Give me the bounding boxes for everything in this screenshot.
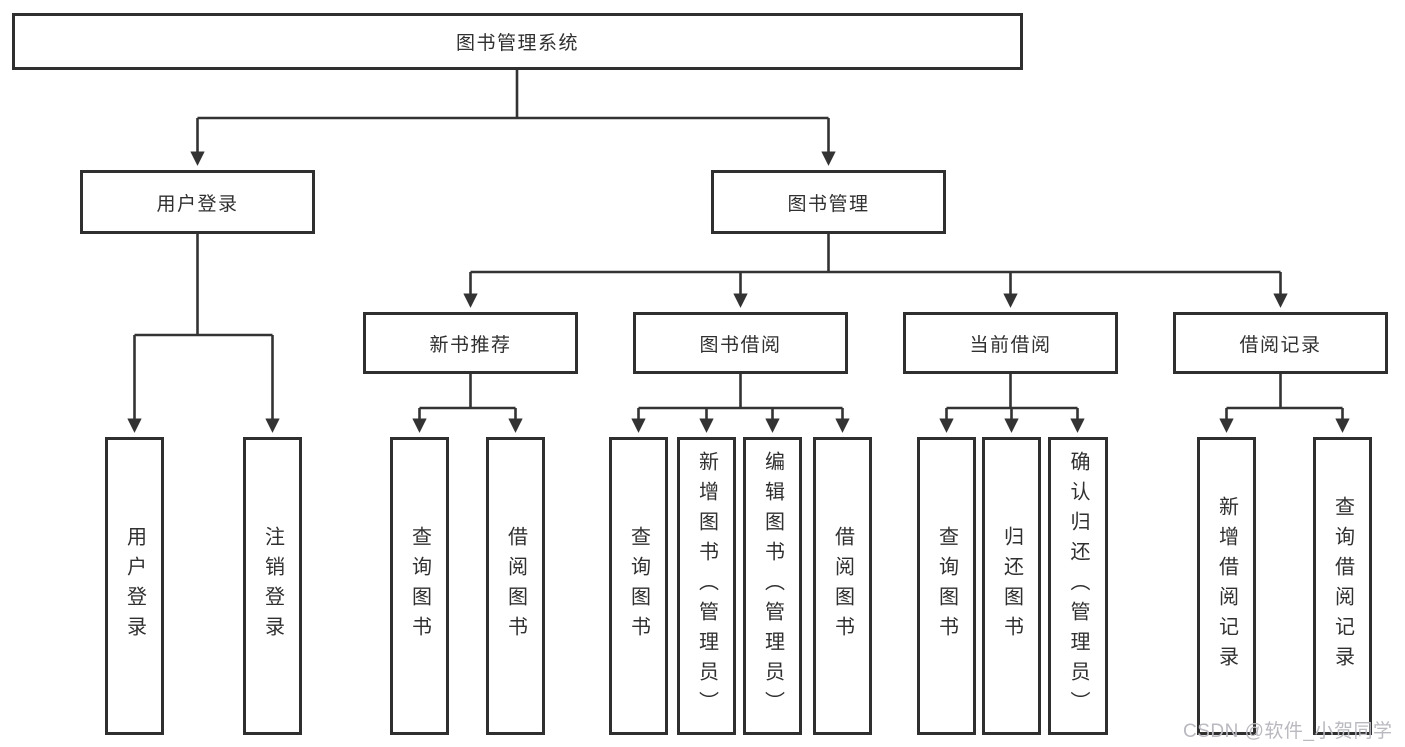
node-label: 新书推荐 (429, 334, 512, 356)
leaf-borrow-edit-book-admin: 编辑图书（管理员） (743, 437, 802, 735)
csdn-watermark: CSDN @软件_小贺同学 (1183, 721, 1393, 742)
leaf-current-return-books: 归还图书 (982, 437, 1041, 735)
leaf-current-query-books: 查询图书 (917, 437, 976, 735)
leaf-label: 编辑图书（管理员） (761, 451, 784, 721)
leaf-newbooks-query-books: 查询图书 (390, 437, 449, 735)
leaf-label: 注销登录 (261, 526, 284, 646)
node-label: 图书借阅 (699, 334, 782, 356)
leaf-label: 查询图书 (627, 526, 650, 646)
node-book-management: 图书管理 (711, 170, 946, 234)
leaf-label: 用户登录 (123, 526, 146, 646)
leaf-label: 借阅图书 (831, 526, 854, 646)
leaf-label: 确认归还（管理员） (1067, 451, 1089, 721)
node-current-borrow: 当前借阅 (903, 312, 1118, 374)
leaf-label: 借阅图书 (504, 526, 527, 646)
leaf-label: 查询图书 (935, 526, 958, 646)
leaf-label: 查询借阅记录 (1331, 496, 1354, 676)
node-label: 当前借阅 (969, 334, 1052, 356)
leaf-logout: 注销登录 (243, 437, 302, 735)
node-borrow-records: 借阅记录 (1173, 312, 1388, 374)
leaf-borrow-borrow-books: 借阅图书 (813, 437, 872, 735)
node-book-borrow: 图书借阅 (633, 312, 848, 374)
leaf-borrow-query-books: 查询图书 (609, 437, 668, 735)
leaf-records-query-record: 查询借阅记录 (1313, 437, 1372, 735)
node-new-book-recommend: 新书推荐 (363, 312, 578, 374)
node-label: 借阅记录 (1239, 334, 1322, 356)
leaf-user-login: 用户登录 (105, 437, 164, 735)
leaf-newbooks-borrow-books: 借阅图书 (486, 437, 545, 735)
node-label: 图书管理系统 (455, 33, 579, 54)
leaf-label: 新增图书（管理员） (695, 451, 718, 721)
leaf-current-confirm-return-admin: 确认归还（管理员） (1048, 437, 1108, 735)
leaf-records-add-record: 新增借阅记录 (1197, 437, 1256, 735)
leaf-borrow-add-book-admin: 新增图书（管理员） (677, 437, 736, 735)
node-user-login-branch: 用户登录 (80, 170, 315, 234)
node-label: 图书管理 (787, 193, 870, 215)
node-root: 图书管理系统 (12, 13, 1023, 70)
node-label: 用户登录 (156, 193, 239, 215)
leaf-label: 归还图书 (1000, 526, 1023, 646)
leaf-label: 查询图书 (408, 526, 431, 646)
leaf-label: 新增借阅记录 (1215, 496, 1238, 676)
